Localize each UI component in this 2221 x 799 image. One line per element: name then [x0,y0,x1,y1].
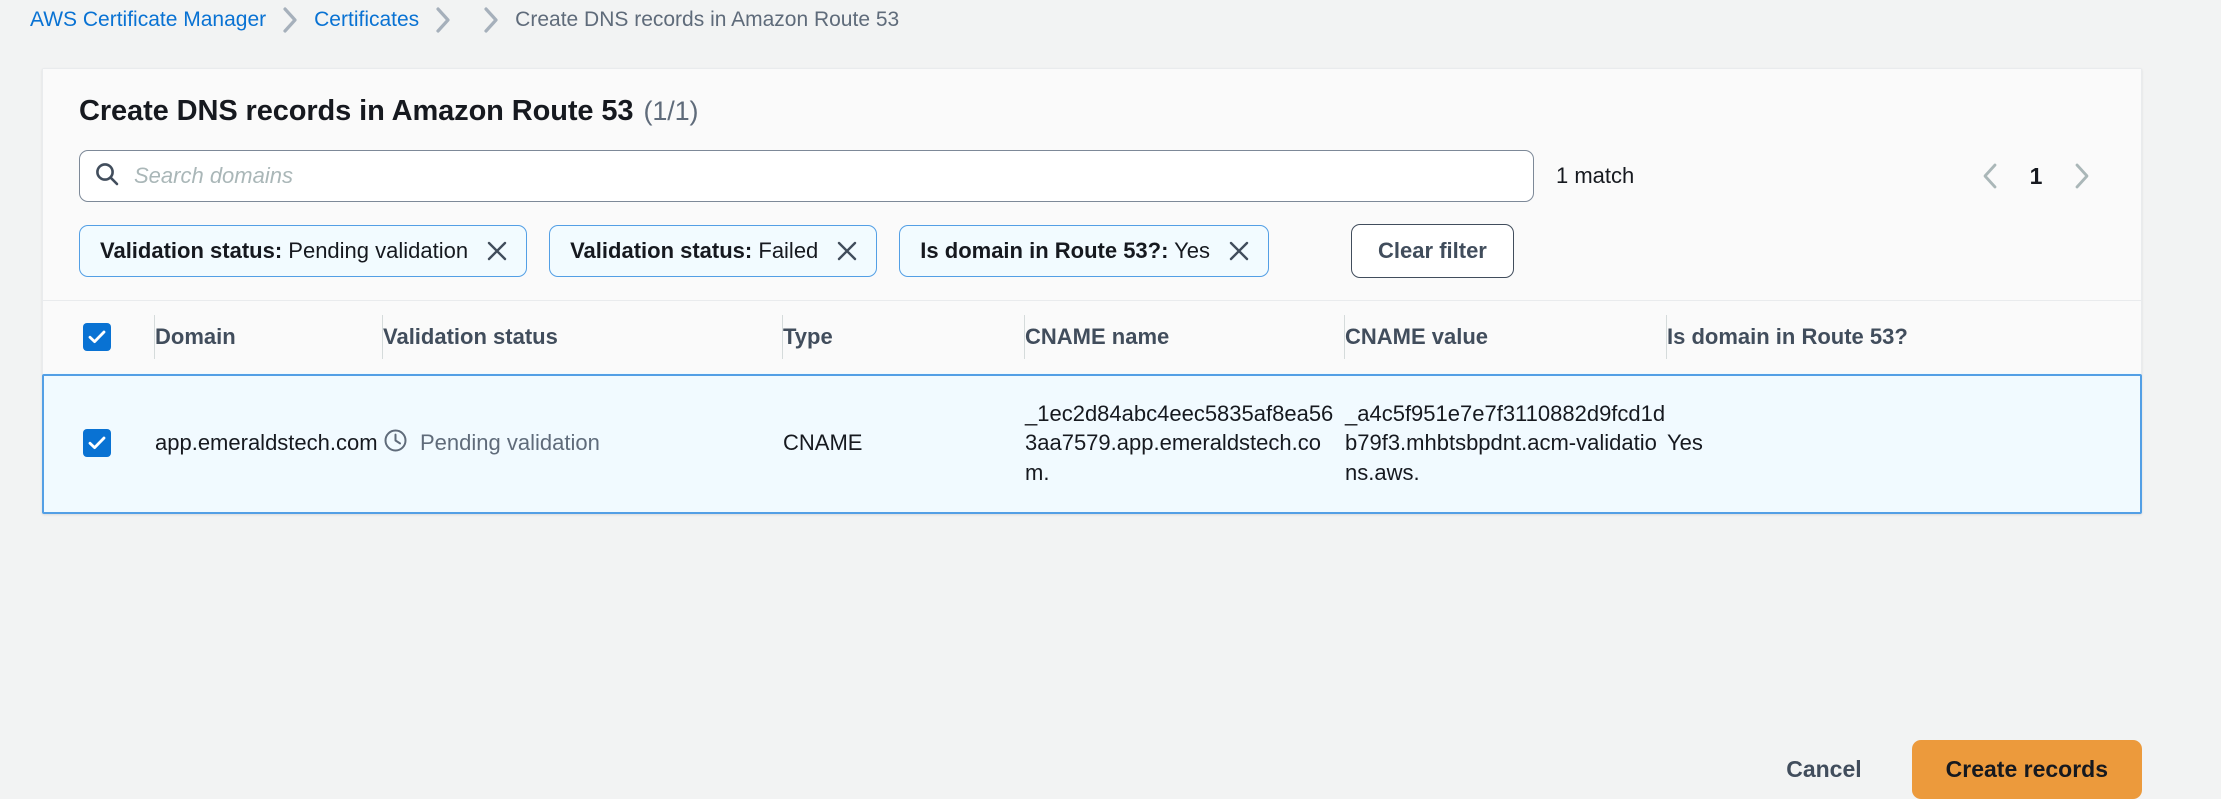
cell-type: CNAME [783,373,1025,514]
page-title-text: Create DNS records in Amazon Route 53 [79,95,634,127]
cell-domain: app.emeraldstech.com [155,373,383,514]
cell-is-domain-in-route53: Yes [1667,373,2141,514]
column-header-validation-status[interactable]: Validation status [382,301,783,373]
chevron-right-icon [266,7,314,33]
filter-token-validation-status-failed[interactable]: Validation status: Failed [549,225,878,277]
footer-actions: Cancel Create records [42,740,2142,799]
pagination-page-1[interactable]: 1 [2029,162,2043,189]
filter-token-validation-status-pending[interactable]: Validation status: Pending validation [79,225,528,277]
column-header-is-domain-in-route53[interactable]: Is domain in Route 53? [1666,301,2141,373]
search-input[interactable] [132,162,1519,190]
breadcrumb: AWS Certificate Manager Certificates Cre… [0,0,2221,40]
cell-cname-value: _a4c5f951e7e7f3110882d9fcd1db79f3.mhbtsb… [1345,373,1667,514]
filter-toolbar: Validation status: Pending validation Va… [43,202,2141,301]
breadcrumb-item-current: Create DNS records in Amazon Route 53 [515,8,900,31]
cancel-button[interactable]: Cancel [1770,746,1877,793]
breadcrumb-item-certificates[interactable]: Certificates [314,8,420,31]
clear-filter-button[interactable]: Clear filter [1351,224,1514,278]
chevron-right-icon[interactable] [2069,161,2095,191]
row-select-cell [43,373,155,514]
close-icon[interactable] [1228,240,1250,262]
search-input-wrapper[interactable] [79,150,1534,202]
table-row[interactable]: app.emeraldstech.com Pending validation … [43,373,2141,514]
filter-token-value: Yes [1174,238,1211,263]
page-title: Create DNS records in Amazon Route 53 (1… [79,95,2105,128]
column-header-domain[interactable]: Domain [154,301,383,373]
match-count: 1 match [1556,163,1635,188]
close-icon[interactable] [836,240,858,262]
pending-clock-icon [383,428,408,459]
panel-header: Create DNS records in Amazon Route 53 (1… [43,69,2141,128]
close-icon[interactable] [486,240,508,262]
create-records-button[interactable]: Create records [1911,740,2142,799]
chevron-right-icon [419,7,467,33]
column-header-cname-name[interactable]: CNAME name [1024,301,1345,373]
status-badge: Pending validation [383,428,783,459]
cell-cname-name: _1ec2d84abc4eec5835af8ea563aa7579.app.em… [1025,373,1345,514]
select-all-checkbox[interactable] [83,323,111,351]
domains-table: Domain Validation status Type CNAME name… [43,301,2141,514]
filter-token-value: Failed [758,238,819,263]
cell-validation-status: Pending validation [383,373,783,514]
page-title-counter: (1/1) [643,96,699,126]
select-all-header [43,301,155,373]
search-toolbar: 1 match 1 [43,128,2141,202]
filter-token-label: Validation status: [570,238,753,263]
filter-token-label: Validation status: [100,238,283,263]
filter-token-label: Is domain in Route 53?: [920,238,1169,263]
chevron-right-icon [467,7,515,33]
table-header: Domain Validation status Type CNAME name… [43,301,2141,373]
filter-token-value: Pending validation [288,238,469,263]
column-header-cname-value[interactable]: CNAME value [1344,301,1667,373]
table-body: app.emeraldstech.com Pending validation … [43,373,2141,514]
chevron-left-icon[interactable] [1977,161,2003,191]
breadcrumb-item-acm[interactable]: AWS Certificate Manager [30,8,267,31]
search-icon [94,161,120,192]
row-checkbox[interactable] [83,429,111,458]
create-dns-records-panel: Create DNS records in Amazon Route 53 (1… [42,68,2142,515]
status-text: Pending validation [420,430,600,456]
filter-token-in-route53-yes[interactable]: Is domain in Route 53?: Yes [899,225,1270,277]
column-header-type[interactable]: Type [782,301,1025,373]
pagination: 1 [1977,161,2105,191]
